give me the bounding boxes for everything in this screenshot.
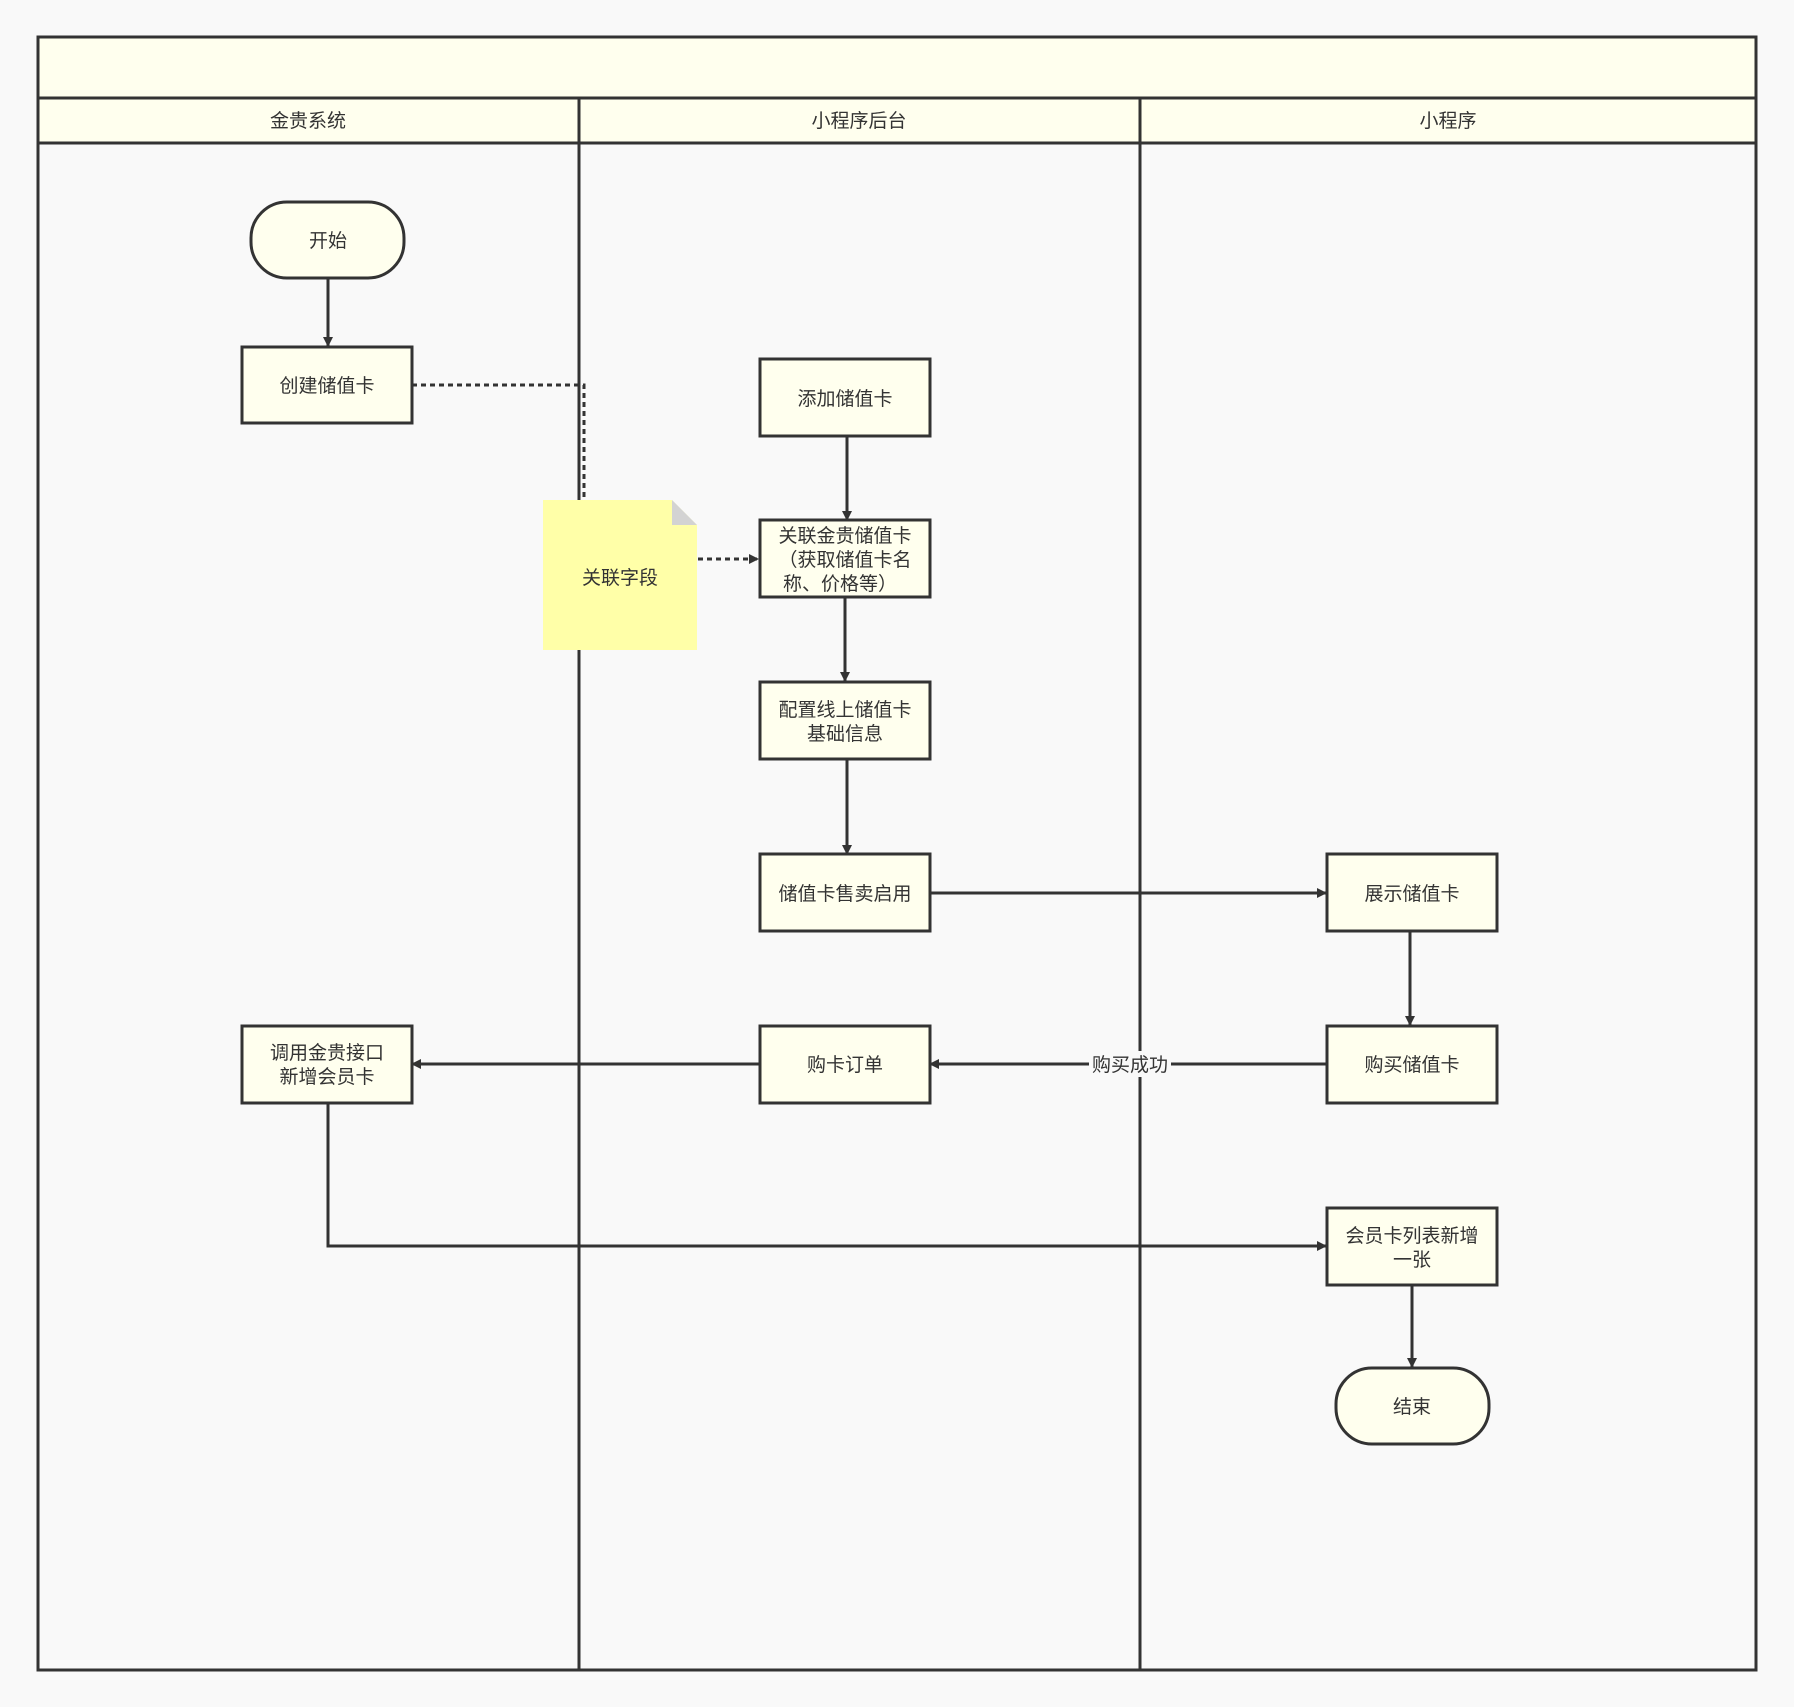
node-call-api[interactable] xyxy=(240,1024,414,1105)
note-text: 关联字段 xyxy=(582,567,658,589)
node-buy-card[interactable] xyxy=(1325,1024,1499,1105)
edge-create-note xyxy=(412,383,586,500)
node-member-list-line2: 一张 xyxy=(1393,1249,1431,1271)
node-link-card-line1: 关联金贵储值卡 xyxy=(778,525,911,547)
note-shape xyxy=(543,500,697,650)
edge-label-buy-success: 购买成功 xyxy=(1092,1054,1168,1076)
node-add-card[interactable] xyxy=(758,357,932,438)
node-link-card-line3: 称、价格等） xyxy=(783,573,897,595)
node-create-card-label: 创建储值卡 xyxy=(279,375,374,397)
lane-title-miniprogram: 小程序 xyxy=(1419,110,1476,132)
node-buy-card-label: 购买储值卡 xyxy=(1364,1054,1459,1076)
node-start-label: 开始 xyxy=(309,230,347,252)
node-link-card[interactable] xyxy=(758,518,932,599)
node-create-card[interactable] xyxy=(240,345,414,425)
node-member-list-line1: 会员卡列表新增 xyxy=(1345,1225,1478,1247)
pool-header xyxy=(36,35,1758,100)
node-config-info-line1: 配置线上储值卡 xyxy=(778,699,911,721)
node-start[interactable] xyxy=(249,200,406,280)
node-show-card[interactable] xyxy=(1325,852,1499,933)
node-member-list[interactable] xyxy=(1325,1206,1499,1287)
edge-api-member xyxy=(326,1103,1327,1251)
node-link-card-line2: （获取储值卡名 xyxy=(778,549,911,571)
node-call-api-line2: 新增会员卡 xyxy=(279,1066,374,1088)
node-order[interactable] xyxy=(758,1024,932,1105)
lane-title-jingui: 金贵系统 xyxy=(270,110,346,132)
note-fold xyxy=(672,500,697,525)
connectors xyxy=(323,278,1417,1368)
lane-header-band xyxy=(36,96,1758,145)
lane-title-backend: 小程序后台 xyxy=(811,110,906,132)
node-add-card-label: 添加储值卡 xyxy=(797,388,892,410)
node-show-card-label: 展示储值卡 xyxy=(1364,883,1459,905)
node-enable-sale[interactable] xyxy=(758,852,932,933)
edge-label-bg xyxy=(1089,1051,1171,1077)
node-config-info[interactable] xyxy=(758,680,932,761)
node-end-label: 结束 xyxy=(1393,1396,1431,1418)
node-enable-sale-label: 储值卡售卖启用 xyxy=(778,883,911,905)
node-call-api-line1: 调用金贵接口 xyxy=(270,1042,384,1064)
node-order-label: 购卡订单 xyxy=(807,1054,883,1076)
node-config-info-line2: 基础信息 xyxy=(807,723,883,745)
node-end[interactable] xyxy=(1334,1366,1491,1446)
